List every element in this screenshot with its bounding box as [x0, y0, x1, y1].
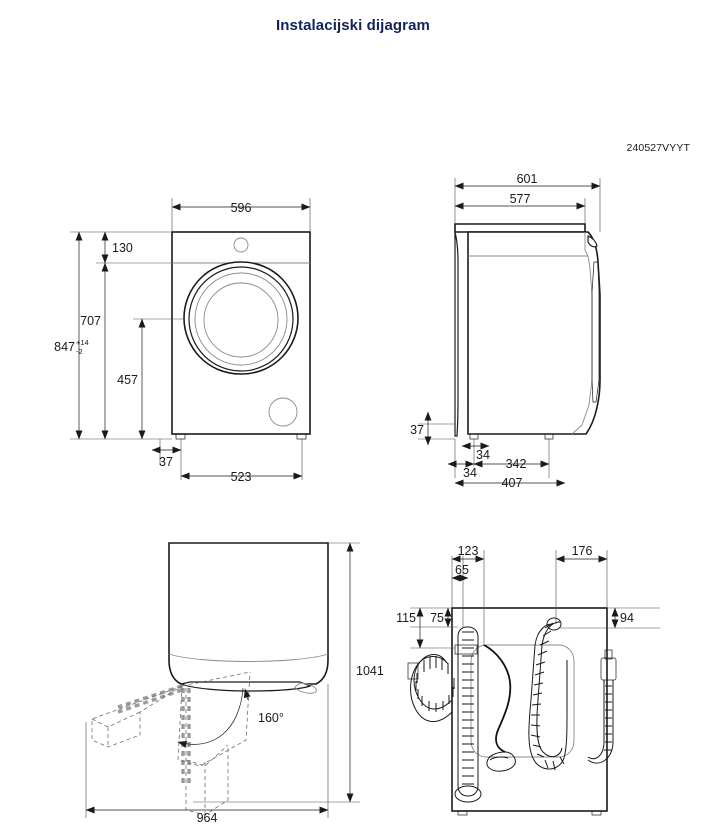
door-open-body-outline	[168, 542, 329, 685]
front-dim-596: 596	[231, 201, 252, 215]
front-dim-847: 847	[54, 340, 75, 354]
drain-hose-free-ribs	[415, 656, 455, 712]
rear-dim-94: 94	[620, 611, 634, 625]
door-open-handle	[294, 682, 317, 694]
drain-hose-free-curve-2	[410, 656, 453, 722]
power-plug	[486, 751, 516, 772]
power-plug-detail	[489, 756, 509, 761]
front-dim-37: 37	[159, 455, 173, 469]
door-ghost-open-left-edge	[91, 711, 141, 728]
drain-hose-free-end	[407, 654, 455, 722]
inlet-hose-leg	[587, 680, 605, 760]
front-dim-457: 457	[117, 373, 138, 387]
door-swing-ghost-upper-a	[117, 684, 183, 709]
door-dim-160: 160°	[258, 711, 284, 725]
inlet-hose-elbow	[546, 617, 562, 631]
front-view-group: 596 130 707 847 +14 -2 457 37 523	[54, 198, 311, 484]
rear-foot-left	[457, 810, 468, 816]
door-ghost-down-top	[185, 744, 229, 767]
rear-dim-176: 176	[572, 544, 593, 558]
door-angle-pointer	[243, 688, 251, 701]
front-door-mid-ring	[188, 266, 294, 372]
inlet-hose-valve-tip	[604, 649, 613, 660]
door-open-view-group: 160° 1041 964	[85, 542, 384, 825]
inlet-hose-leg-ribs	[604, 685, 612, 751]
side-top-lid	[454, 223, 586, 233]
side-view-group: 601 577 37 34 34 342 407	[410, 172, 601, 490]
front-door-inner-ring	[194, 272, 288, 366]
rear-dim-115: 115	[396, 611, 416, 625]
drain-hose-free-curve	[413, 654, 453, 710]
drain-hose-ribs	[462, 631, 474, 785]
document-code: 240527VYYT	[626, 142, 690, 154]
rear-dim-65: 65	[455, 563, 469, 577]
side-dim-34b: 34	[463, 466, 477, 480]
front-dim-847-sup: +14	[76, 338, 89, 347]
drain-hose-connector	[407, 662, 419, 680]
front-foot-right	[296, 433, 307, 440]
door-dim-964: 964	[197, 811, 218, 825]
front-filter-cap-icon	[268, 397, 298, 427]
front-dim-130: 130	[112, 241, 133, 255]
inlet-hose-curve-2	[536, 621, 563, 758]
side-body-outline	[467, 231, 601, 435]
side-hinge-strip	[591, 261, 600, 403]
front-dim-523: 523	[231, 470, 252, 484]
door-ghost-mid	[177, 671, 251, 767]
side-dim-577: 577	[510, 192, 531, 206]
door-ghost-down	[185, 688, 229, 816]
rear-dim-123: 123	[458, 544, 479, 558]
rear-view-group: 123 65 176 115 75 94	[396, 544, 660, 816]
drain-hose-clip	[454, 644, 478, 655]
front-dim-847-sub: -2	[76, 347, 83, 356]
rear-foot-right	[591, 810, 602, 816]
drain-hose-vertical	[457, 626, 479, 797]
front-dim-707: 707	[80, 314, 101, 328]
inlet-hose-valve-connector	[600, 657, 617, 681]
side-dim-601: 601	[517, 172, 538, 186]
front-foot-left	[175, 433, 186, 440]
inlet-hose-curve	[528, 623, 568, 770]
side-rear-recess	[454, 231, 459, 437]
door-angle-arc	[177, 687, 244, 748]
door-swing-ghost-upper-b	[117, 688, 183, 714]
side-dim-37: 37	[410, 423, 424, 437]
rear-dim-75: 75	[430, 611, 444, 625]
side-dim-34a: 34	[476, 448, 490, 462]
inlet-hose-leg-2	[587, 680, 614, 764]
side-dim-342: 342	[506, 457, 527, 471]
power-cord-path	[483, 644, 512, 753]
door-ghost-mid-top	[181, 671, 251, 687]
drain-hose	[454, 626, 482, 803]
inlet-hose	[528, 617, 617, 771]
door-open-base-curve	[168, 653, 329, 662]
power-cord	[483, 644, 516, 772]
front-door-glass	[203, 282, 279, 358]
front-program-knob-icon	[233, 237, 249, 253]
door-ghost-open-left	[91, 685, 183, 748]
rear-cabinet-outline	[451, 607, 608, 812]
door-open-slab	[178, 681, 312, 692]
drain-hose-end-loop	[454, 785, 482, 803]
inlet-hose-ribs	[530, 622, 565, 771]
page-title: Instalacijski dijagram	[276, 17, 430, 34]
side-dim-407: 407	[502, 476, 523, 490]
door-dim-1041: 1041	[356, 664, 384, 678]
side-handle-notch	[587, 235, 598, 248]
